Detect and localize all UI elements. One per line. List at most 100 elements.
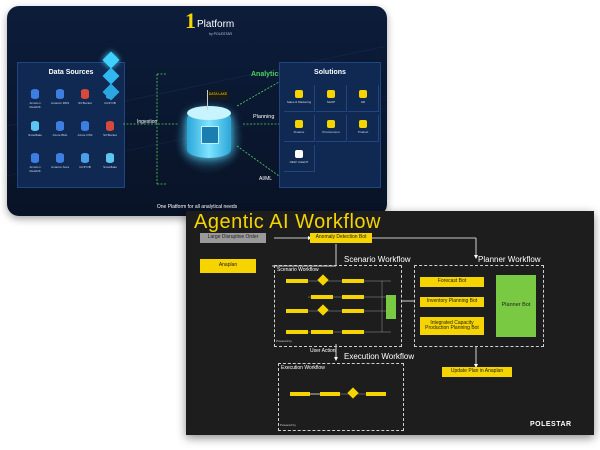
database-icon: [106, 153, 114, 163]
execution-workflow-label: Execution Workflow: [344, 352, 415, 361]
execution-step-box: [290, 392, 310, 396]
data-source-item: Snowflake: [24, 121, 46, 149]
planner-workflow-label: Planner Workflow: [478, 255, 541, 264]
inventory-planning-bot-box: Inventory Planning Bot: [420, 297, 484, 307]
database-icon: [81, 89, 89, 99]
solution-icon: [295, 150, 303, 158]
data-source-label: Amazon Redshift: [29, 101, 41, 109]
data-source-item: Snowflake: [99, 153, 121, 181]
solution-label: NEW: AGENT: [289, 160, 309, 164]
data-source-item: S3 Bucket: [99, 121, 121, 149]
solution-icon: [295, 120, 303, 128]
data-source-label: S3 Bucket: [78, 101, 92, 105]
database-icon: [56, 121, 64, 131]
platform-logo-word: Platform: [197, 19, 235, 30]
database-icon: [31, 121, 39, 131]
solution-item: Procurement: [316, 115, 347, 142]
solution-item: Product: [348, 115, 379, 142]
solution-icon: [359, 90, 367, 98]
data-source-label: GCP DB: [79, 165, 91, 169]
planning-label: Planning: [253, 114, 275, 120]
data-source-label: Azure Blob: [52, 133, 68, 137]
database-core-icon: [201, 126, 219, 144]
data-source-item: Amazon RDS: [49, 89, 71, 117]
solution-icon: [327, 120, 335, 128]
aiml-label: AI/ML: [259, 176, 273, 182]
solution-label: S&OP: [326, 100, 336, 104]
execution-workflow-box: Execution Workflow: [278, 363, 404, 431]
data-source-label: Azure CSS: [77, 133, 93, 137]
solutions-title: Solutions: [314, 69, 346, 76]
solution-label: Sales & Marketing: [286, 100, 312, 104]
scenario-step-box: [342, 309, 364, 313]
scenario-step-box: [342, 295, 364, 299]
scenario-step-box: [286, 279, 308, 283]
data-source-label: Amazon Aura: [50, 165, 69, 169]
scenario-step-box: [342, 279, 364, 283]
platform-logo-tagline: by POLESTAR: [209, 32, 233, 36]
solution-icon: [359, 120, 367, 128]
database-icon: [56, 89, 64, 99]
execution-step-box: [366, 392, 386, 396]
flag-pole: [207, 90, 208, 110]
data-source-item: GCP DB: [74, 153, 96, 181]
solution-label: Finance: [293, 130, 305, 134]
forecast-bot-box: Forecast Bot: [420, 277, 484, 287]
execution-inner-label: Execution Workflow: [281, 365, 325, 371]
scenario-step-box: [342, 330, 364, 334]
database-icon: [81, 121, 89, 131]
polestar-brand: POLESTAR: [530, 421, 572, 428]
database-icon: [81, 153, 89, 163]
database-icon: [31, 153, 39, 163]
scenario-workflow-label: Scenario Workflow: [344, 255, 411, 264]
data-sources-title: Data Sources: [48, 69, 94, 76]
ingestion-label: Ingestion: [137, 119, 158, 125]
database-cylinder-top: [187, 106, 231, 120]
anaplan-box: Anaplan: [200, 259, 256, 273]
data-sources-panel: Data Sources Amazon Redshift Amazon RDS S3…: [17, 62, 125, 188]
platform-connectors: [123, 73, 280, 185]
solution-item: Sales & Marketing: [284, 85, 315, 112]
planner-bot-box: Planner Bot: [496, 275, 536, 337]
scenario-powered-by: Powered by: [276, 339, 292, 343]
solution-item: S&OP: [316, 85, 347, 112]
scenario-inner-label: Scenario Workflow: [277, 267, 319, 273]
update-plan-box: Update Plan in Anaplan: [442, 367, 512, 377]
production-planning-bot-box: Integrated Capacity Production Planning …: [420, 317, 484, 335]
database-icon: [31, 89, 39, 99]
platform-logo-number: 1: [185, 8, 196, 33]
solution-label: Procurement: [322, 130, 340, 134]
anomaly-detection-bot-box: Anomaly Detection Bot: [310, 233, 372, 243]
agentic-title: Agentic AI Workflow: [194, 211, 381, 233]
database-icon: [56, 153, 64, 163]
data-source-item: S3 Bucket: [74, 89, 96, 117]
data-source-item: Amazon Redshift: [24, 153, 46, 181]
data-source-label: Amazon Redshift: [29, 165, 41, 173]
analytics-label: Analytics: [251, 71, 283, 78]
data-source-label: Snowflake: [28, 133, 42, 137]
data-lake-flag: DATA LAKE: [208, 90, 228, 100]
data-source-label: Amazon RDS: [50, 101, 70, 105]
data-source-label: Snowflake: [103, 165, 117, 169]
agentic-workflow-slide: Agentic AI Workflow: [186, 211, 594, 435]
solution-item: NEW: AGENT: [284, 145, 315, 172]
platform-slide: 1 Platform by POLESTAR Data Sources Amaz…: [7, 6, 387, 216]
data-source-label: GCP DB: [104, 101, 116, 105]
scenario-green-node: [386, 295, 396, 319]
scenario-step-box: [286, 330, 308, 334]
execution-powered-by: Powered by: [280, 423, 296, 427]
solution-item: HR: [348, 85, 379, 112]
data-source-item: Amazon Redshift: [24, 89, 46, 117]
execution-step-box: [320, 392, 340, 396]
solution-label: Product: [357, 130, 369, 134]
planner-workflow-box: [414, 265, 544, 347]
platform-footer: One Platform for all analytical needs: [156, 204, 238, 210]
data-source-item: Azure Blob: [49, 121, 71, 149]
solution-icon: [295, 90, 303, 98]
scenario-step-box: [311, 295, 333, 299]
data-source-item: Azure CSS: [74, 121, 96, 149]
scenario-workflow-box: Scenario Workflow: [274, 265, 402, 347]
user-action-label: User Action: [310, 348, 336, 354]
solutions-panel: Solutions Sales & Marketing S&OP HR Finance…: [279, 62, 381, 188]
solution-icon: [327, 90, 335, 98]
